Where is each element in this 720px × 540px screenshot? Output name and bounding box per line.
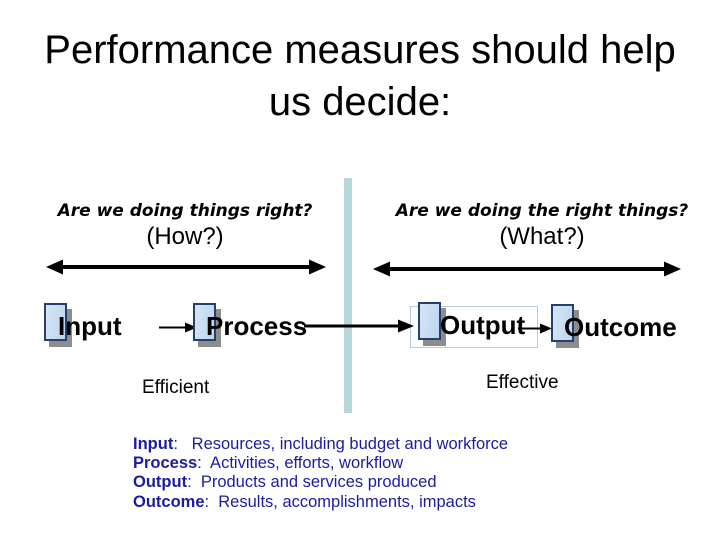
- definition-term: Output: [133, 473, 188, 492]
- definition-text: : Results, accomplishments, impacts: [204, 492, 476, 511]
- definition-term: Process: [133, 454, 198, 473]
- left-question: Are we doing things right?: [57, 201, 313, 221]
- definition-term: Outcome: [133, 492, 205, 511]
- left-question-sub: (How?): [146, 223, 224, 250]
- left-double-arrow-icon: [46, 259, 326, 275]
- right-question-sub: (What?): [499, 223, 585, 250]
- outcome-bullet-icon: [551, 304, 574, 342]
- title-line-2: us decide:: [268, 80, 452, 124]
- definition-output: Output: Products and services produced: [133, 473, 508, 492]
- effective-label: Effective: [486, 372, 559, 393]
- right-double-arrow-icon: [373, 261, 681, 277]
- input-bullet-icon: [44, 303, 67, 341]
- definition-input: Input: Resources, including budget and w…: [133, 435, 508, 454]
- flow-node-output: Output: [440, 310, 526, 340]
- definition-text: : Products and services produced: [187, 473, 437, 492]
- vertical-divider: [344, 178, 352, 413]
- definition-term: Input: [133, 435, 174, 453]
- output-to-outcome-arrow-icon: [518, 323, 552, 334]
- input-to-process-arrow-icon: [159, 322, 197, 333]
- definitions-list: Input: Resources, including budget and w…: [133, 435, 508, 512]
- output-bullet-icon: [418, 302, 441, 340]
- definition-text: : Activities, efforts, workflow: [197, 454, 404, 473]
- title-line-1: Performance measures should help: [44, 28, 676, 72]
- process-bullet-icon: [193, 303, 216, 341]
- right-question: Are we doing the right things?: [395, 201, 689, 221]
- definition-text: : Resources, including budget and workfo…: [173, 435, 509, 453]
- left-question-block: Are we doing things right? (How?): [30, 200, 340, 250]
- efficient-label: Efficient: [142, 377, 210, 398]
- right-question-block: Are we doing the right things? (What?): [377, 200, 707, 250]
- process-to-output-arrow-icon: [304, 319, 414, 333]
- flow-node-process: Process: [206, 311, 308, 341]
- page-title: Performance measures should help us decid…: [0, 24, 720, 128]
- flow-node-input: Input: [58, 311, 122, 341]
- definition-outcome: Outcome: Results, accomplishments, impac…: [133, 493, 508, 512]
- flow-node-outcome: Outcome: [564, 312, 677, 342]
- definition-process: Process: Activities, efforts, workflow: [133, 454, 508, 473]
